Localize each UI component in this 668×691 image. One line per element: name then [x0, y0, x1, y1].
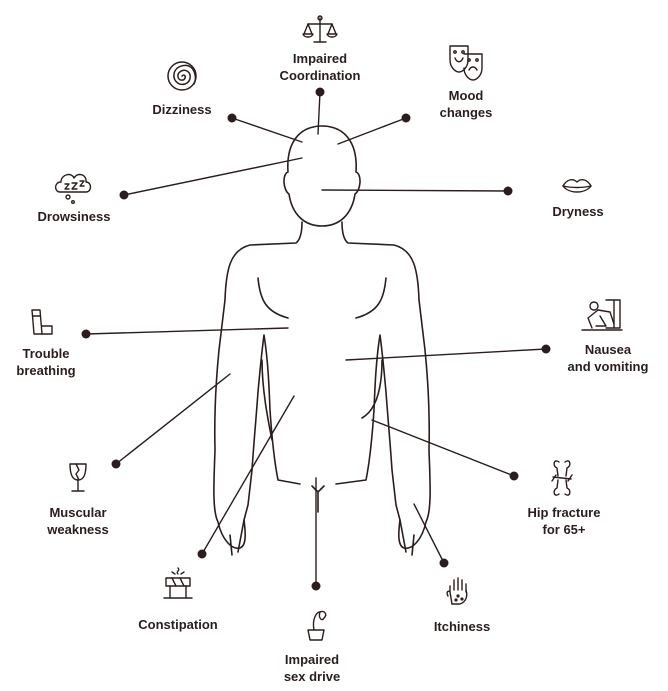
right-inner-arm	[361, 359, 383, 419]
label-line: Impaired	[292, 51, 348, 66]
dot-dryness	[503, 186, 513, 196]
dot-dizziness	[227, 113, 237, 123]
connector-constipation	[201, 395, 295, 555]
connector-itchiness	[413, 503, 445, 564]
body-outline	[213, 125, 431, 556]
connector-mood-changes	[337, 117, 407, 145]
label-line: Dizziness	[152, 102, 212, 117]
label-drowsiness: Drowsiness	[38, 208, 111, 225]
dot-trouble-breathing	[81, 329, 91, 339]
label-dizziness: Dizziness	[152, 101, 211, 118]
left-inner-arm	[261, 359, 273, 441]
dot-impaired-coordination	[315, 87, 325, 97]
label-impaired-sex-drive: Impaired sex drive	[284, 651, 340, 685]
label-line: Dryness	[552, 204, 604, 219]
label-impaired-coordination: Impaired Coordination	[280, 50, 361, 84]
label-line: Drowsiness	[37, 209, 111, 224]
label-line: for 65+	[542, 522, 586, 537]
chest-left-line	[257, 277, 289, 319]
label-mood-changes: Mood changes	[440, 87, 493, 121]
dot-constipation	[197, 549, 207, 559]
dot-nausea	[541, 344, 551, 354]
label-line: sex drive	[283, 669, 341, 684]
label-constipation: Constipation	[138, 616, 217, 633]
torso-right-outline	[335, 221, 431, 549]
torso-left-outline	[213, 221, 303, 549]
groin-line	[311, 485, 325, 513]
sleep-cloud-icon	[54, 173, 92, 204]
label-line: and vomiting	[567, 359, 649, 374]
connector-dots	[81, 87, 551, 591]
chest-right-line	[355, 277, 387, 319]
label-line: Nausea	[584, 342, 632, 357]
inhaler-icon	[31, 309, 53, 335]
connector-trouble-breathing	[85, 327, 289, 335]
label-dryness: Dryness	[552, 203, 603, 220]
label-line: Impaired	[284, 652, 340, 667]
label-line: weakness	[47, 522, 109, 537]
roadblock-icon	[163, 567, 193, 599]
label-line: Muscular	[49, 505, 107, 520]
label-line: Constipation	[138, 617, 218, 632]
spiral-icon	[167, 61, 197, 91]
lips-icon	[562, 178, 592, 193]
dot-hip-fracture	[509, 471, 519, 481]
label-line: Coordination	[279, 68, 361, 83]
dot-sex-drive	[311, 581, 321, 591]
right-hand-outline	[399, 519, 415, 556]
connector-impaired-coordination	[317, 91, 321, 135]
dot-muscular-weakness	[111, 459, 121, 469]
label-nausea-vomiting: Nausea and vomiting	[568, 341, 649, 375]
connector-drowsiness	[123, 157, 303, 196]
head-outline	[283, 125, 361, 227]
dot-drowsiness	[119, 190, 129, 200]
scales-icon	[302, 15, 338, 43]
dot-itchiness	[439, 558, 449, 568]
label-trouble-breathing: Trouble breathing	[16, 345, 75, 379]
itchy-hand-icon	[446, 577, 468, 605]
label-line: changes	[439, 105, 493, 120]
label-line: Itchiness	[433, 619, 491, 634]
vomiting-person-icon	[581, 299, 623, 331]
broken-glass-icon	[69, 463, 87, 492]
left-hand-outline	[229, 519, 245, 556]
label-muscular-weakness: Muscular weakness	[47, 504, 108, 538]
connector-nausea	[345, 348, 547, 361]
label-line: Hip fracture	[527, 505, 601, 520]
connector-dizziness	[231, 117, 303, 143]
label-itchiness: Itchiness	[434, 618, 490, 635]
label-line: Mood	[448, 88, 484, 103]
connector-hip-fracture	[371, 419, 515, 477]
wilted-flower-icon	[307, 610, 327, 641]
label-hip-fracture: Hip fracture for 65+	[528, 504, 601, 538]
connector-muscular-weakness	[115, 373, 231, 465]
connector-dryness	[321, 189, 509, 192]
broken-bone-icon	[551, 460, 573, 496]
label-line: Trouble	[22, 346, 70, 361]
theater-masks-icon	[449, 45, 483, 81]
dot-mood-changes	[401, 113, 411, 123]
label-line: breathing	[16, 363, 76, 378]
connector-lines	[85, 91, 547, 587]
